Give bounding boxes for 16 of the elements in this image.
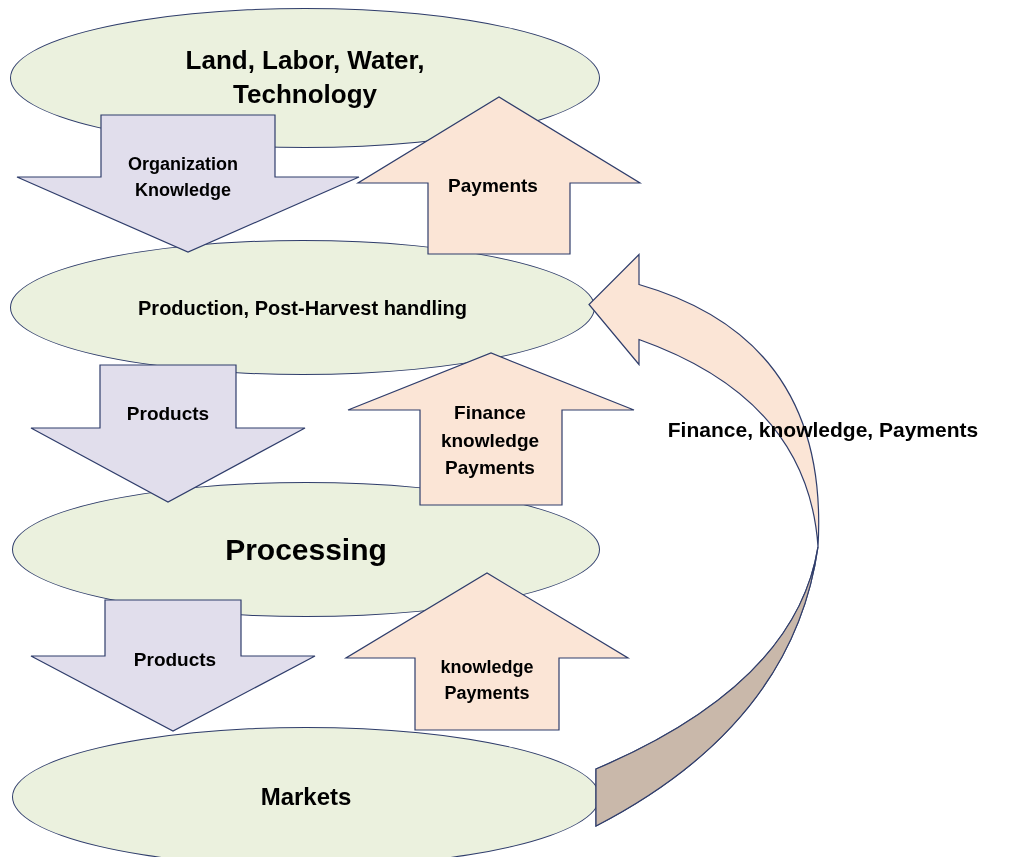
node-text: Production, Post-Harvest handling (138, 295, 467, 321)
node-text: Land, Labor, Water, Technology (184, 44, 426, 111)
edge-label: Products (125, 402, 211, 427)
block-arrow (30, 364, 306, 503)
block-arrow (16, 114, 360, 253)
edge-label: Organization Knowledge (127, 152, 239, 202)
block-arrow (355, 96, 643, 255)
edge-label: Finance knowledge Payments (439, 400, 541, 480)
node-text: Processing (225, 532, 387, 568)
block-arrow (347, 352, 635, 506)
edge-label: Products (132, 648, 218, 673)
block-arrow (30, 599, 316, 732)
edge-label: knowledge Payments (439, 655, 535, 705)
node-text: Markets (260, 782, 352, 813)
edge-label: Payments (447, 174, 539, 199)
block-arrow (343, 572, 631, 731)
